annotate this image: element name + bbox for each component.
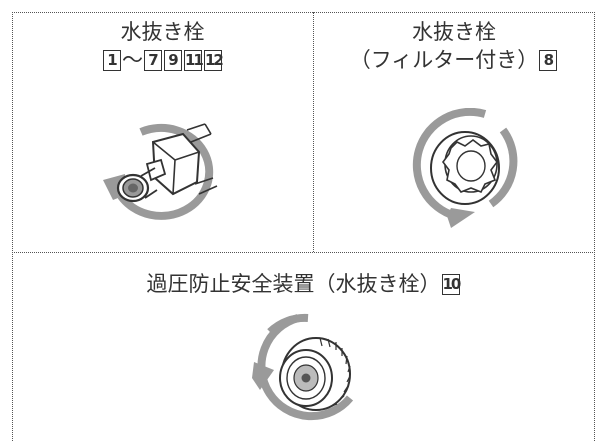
number-box-12: 12 [204, 50, 224, 71]
horizontal-divider [12, 252, 595, 253]
safety-valve-illustration [252, 313, 354, 421]
range-separator: ～ [122, 48, 143, 72]
number-box-11: 11 [184, 50, 204, 71]
rotate-arrow-icon [412, 108, 487, 220]
number-box-7: 7 [144, 50, 162, 71]
bottom-panel-title: 過圧防止安全装置（水抜き栓） [146, 272, 441, 296]
left-panel-title: 水抜き栓 [120, 20, 205, 44]
number-box-9: 9 [164, 50, 182, 71]
drain-plug-illustration [103, 123, 218, 220]
right-panel-label: 水抜き栓 （フィルター付き）8 [313, 18, 595, 74]
number-box-10: 10 [441, 274, 461, 295]
rotate-arrow-head-icon [252, 362, 274, 390]
diagram-frame [12, 12, 595, 441]
number-box-8: 8 [539, 50, 558, 71]
rotate-arrow-head-icon [447, 208, 475, 228]
bottom-panel-label: 過圧防止安全装置（水抜き栓）10 [12, 270, 595, 298]
right-panel-title: 水抜き栓 [412, 20, 496, 44]
filter-plug-illustration [412, 108, 518, 228]
right-panel-subtitle-row: （フィルター付き）8 [313, 46, 595, 74]
vertical-divider [313, 12, 314, 252]
valve-center-icon [301, 373, 311, 383]
right-panel-subtitle: （フィルター付き） [349, 48, 539, 72]
rotate-arrow-icon [117, 123, 214, 220]
number-box-1: 1 [103, 50, 121, 71]
